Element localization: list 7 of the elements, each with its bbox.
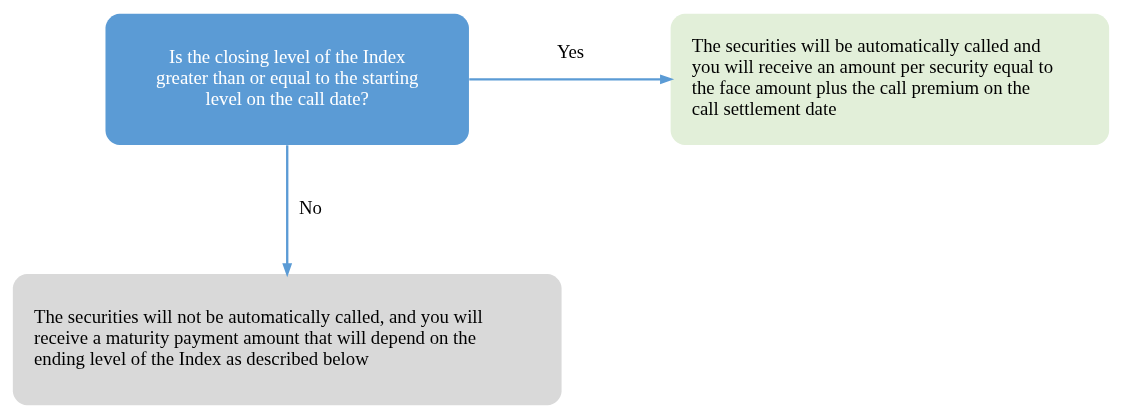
edge-label: No — [298, 196, 322, 218]
node-box: The securities will be automatically called and you will receive an amount per security equal to the face amount plus the call premium on the call settlement date — [670, 13, 1110, 145]
node-box: Is the closing level of the Index greater than or equal to the starting level on the call date? — [105, 13, 469, 145]
arrow — [282, 145, 293, 278]
arrow — [469, 74, 675, 85]
node-box: The securities will not be automatically called, and you will receive a maturity payment amount that will depend on the ending level of the Index as described below — [12, 274, 562, 406]
edge-label: Yes — [556, 41, 585, 63]
